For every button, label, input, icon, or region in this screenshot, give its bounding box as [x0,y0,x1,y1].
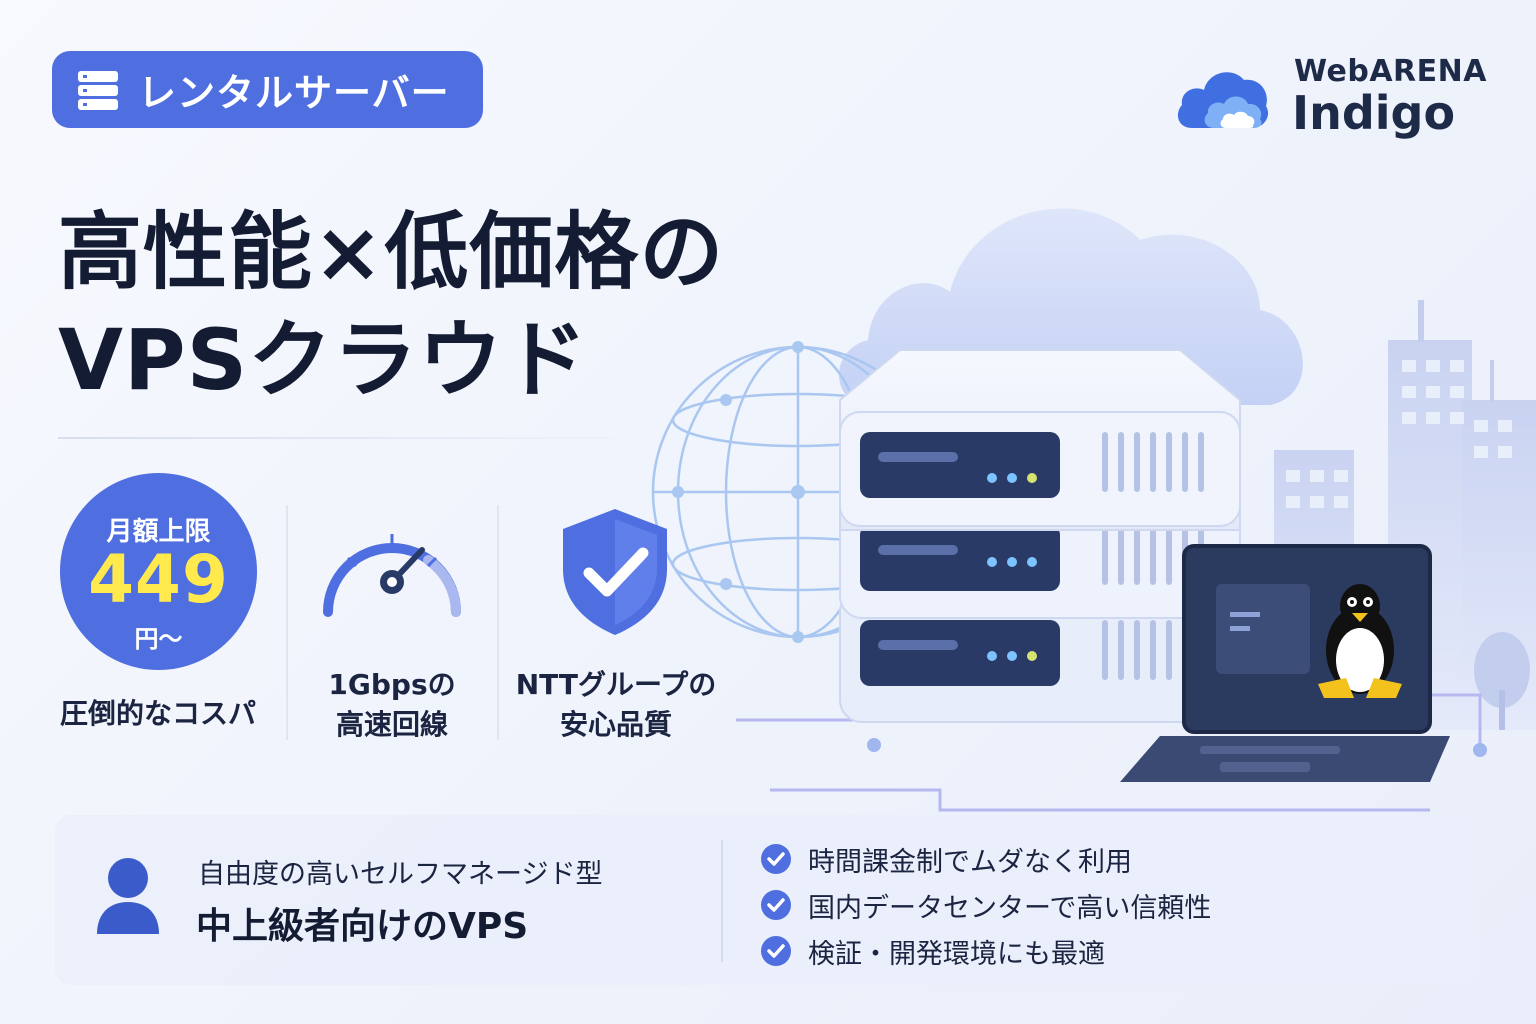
feature-speed-line2: 高速回線 [335,708,448,741]
panel-divider [721,840,723,962]
feature-divider [286,505,288,740]
cloud-logo-icon [1177,72,1269,128]
hero-illustration [651,208,1536,812]
category-label: レンタルサーバー [138,71,450,115]
headline-line1: 高性能×低価格の [58,203,725,301]
price-label: 月額上限 [106,517,211,547]
feature-speed-caption: 1Gbpsの 高速回線 [300,665,484,745]
speedometer-icon [323,534,461,617]
price-badge: 月額上限 449 円〜 [60,473,257,670]
list-item-text: 国内データセンターで高い信頼性 [808,892,1212,924]
target-subtitle: 自由度の高いセルフマネージド型 [198,859,603,890]
check-circle-icon [761,844,791,874]
benefit-list: 時間課金制でムダなく利用 国内データセンターで高い信頼性 検証・開発環境にも最適 [760,836,1211,974]
headline: 高性能×低価格の VPSクラウド [58,198,798,414]
category-badge: レンタルサーバー [52,51,483,128]
user-icon [97,858,159,934]
target-title: 中上級者向けのVPS [196,906,529,947]
price-caption: 圧倒的なコスパ [59,697,256,730]
feature-quality-line2: 安心品質 [559,708,672,741]
divider [58,437,613,439]
shield-check-icon [563,509,667,635]
check-circle-icon [761,936,791,966]
price-unit: 円〜 [134,625,183,653]
penguin-icon [1318,584,1402,698]
logo-product: Indigo [1292,86,1456,140]
list-item: 時間課金制でムダなく利用 [760,836,1211,882]
price-value: 449 [88,541,229,618]
feature-divider [497,505,499,740]
logo-brand: WebARENA [1294,54,1487,89]
brand-logo[interactable]: WebARENA Indigo [1174,52,1494,142]
server-rack-icon [839,349,1241,723]
list-item: 検証・開発環境にも最適 [760,928,1211,974]
list-item: 国内データセンターで高い信頼性 [760,882,1211,928]
list-item-text: 検証・開発環境にも最適 [808,938,1105,970]
server-stack-icon [78,70,118,110]
feature-speed-line1: 1Gbpsの [328,668,456,701]
check-circle-icon [761,890,791,920]
list-item-text: 時間課金制でムダなく利用 [808,846,1132,878]
feature-quality-caption: NTTグループの 安心品質 [506,665,726,745]
headline-line2: VPSクラウド [58,311,589,409]
feature-quality-line1: NTTグループの [515,668,717,701]
